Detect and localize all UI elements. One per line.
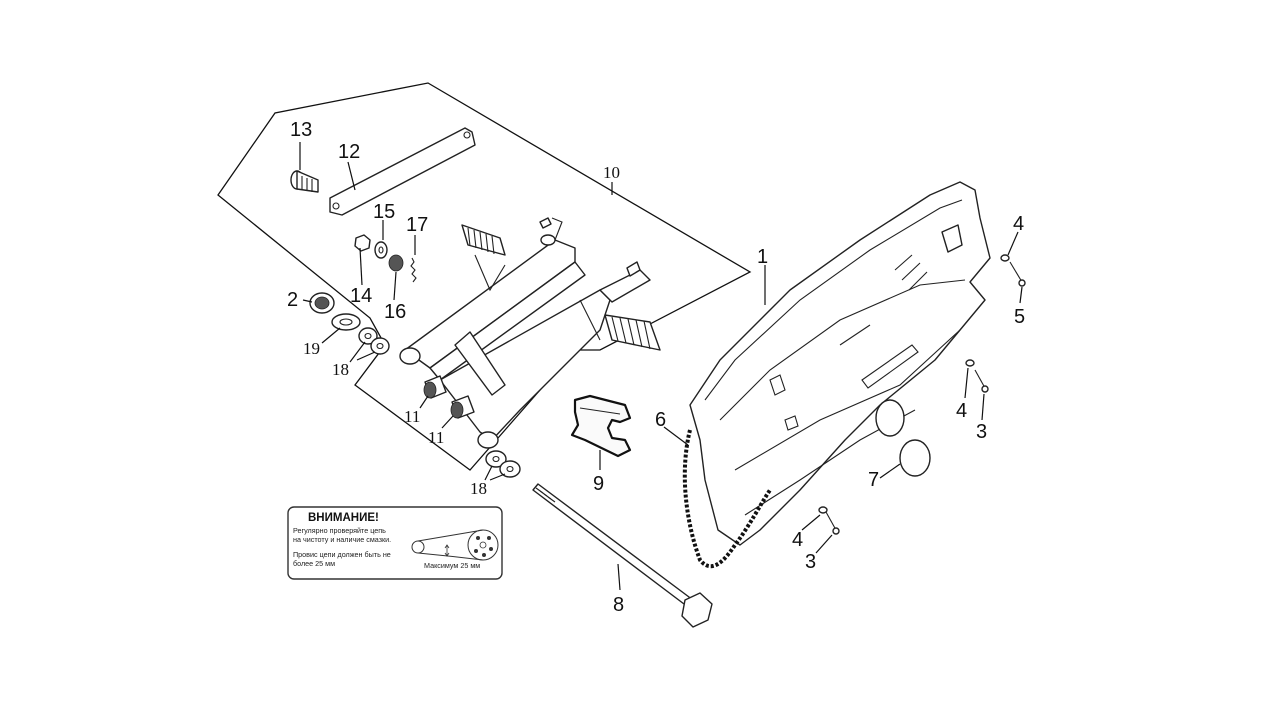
warning-line-2: на чистоту и наличие смазки.	[293, 535, 391, 544]
screw-5	[1009, 261, 1026, 287]
screw-3-low	[825, 511, 840, 535]
callout-15: 15	[373, 201, 395, 223]
warning-label: ВНИМАНИЕ! Регулярно проверяйте цепь на ч…	[287, 506, 503, 580]
link-rod-12	[329, 127, 476, 216]
footpeg-right	[604, 314, 661, 351]
callout-11-a: 11	[404, 407, 420, 426]
warning-line-1: Регулярно проверяйте цепь	[293, 526, 386, 535]
swingarm	[399, 217, 651, 449]
callout-17: 17	[406, 214, 428, 236]
warning-max-label: Максимум 25 мм	[424, 561, 480, 570]
chain-guard-1	[689, 181, 991, 546]
washer-4-mid	[965, 359, 975, 367]
warning-line-3: Провис цепи должен быть не	[293, 550, 391, 559]
callout-6: 6	[655, 409, 666, 431]
chain-slider-9	[570, 394, 632, 458]
warning-title: ВНИМАНИЕ!	[308, 512, 379, 524]
callout-12: 12	[338, 141, 360, 163]
callout-2: 2	[287, 289, 298, 311]
callout-7: 7	[868, 469, 879, 491]
callouts: 13 12 15 17 14 16 2 19 18 11 11 18 10 9 …	[287, 119, 1025, 616]
callout-18-upper: 18	[332, 360, 349, 379]
inspection-cap-7	[899, 439, 931, 477]
callout-3-low: 3	[805, 551, 816, 573]
callout-18-lower: 18	[470, 479, 487, 498]
callout-16: 16	[384, 301, 406, 323]
callout-10: 10	[603, 163, 620, 182]
bushing-19	[331, 313, 361, 331]
callout-13: 13	[290, 119, 312, 141]
callout-4-low: 4	[792, 529, 803, 551]
callout-1: 1	[757, 246, 768, 268]
bushing-11-b	[450, 395, 475, 419]
callout-9: 9	[593, 473, 604, 495]
bolt-13	[290, 170, 319, 193]
callout-8: 8	[613, 594, 624, 616]
washer-4-top	[1000, 254, 1010, 262]
screw-3-mid	[974, 369, 989, 393]
bushing-11-a	[423, 375, 447, 399]
bushing-16	[388, 254, 404, 272]
washer-15	[374, 241, 388, 259]
callout-14: 14	[350, 285, 372, 307]
callout-4-top: 4	[1013, 213, 1024, 235]
washers-18-upper	[358, 327, 390, 355]
washers-18-lower	[485, 450, 521, 478]
callout-19: 19	[303, 339, 320, 358]
footpeg-left	[461, 224, 506, 256]
chain-sag-icon: Максимум 25 мм	[411, 529, 499, 570]
callout-11-b: 11	[428, 428, 444, 447]
axle-bolt-8	[532, 483, 713, 628]
callout-4-mid: 4	[956, 400, 967, 422]
washer-4-low	[818, 506, 828, 514]
leader-lines	[299, 142, 1023, 591]
callout-3-mid: 3	[976, 421, 987, 443]
spring-17	[410, 257, 417, 283]
drive-chain-6	[682, 429, 772, 569]
callout-5: 5	[1014, 306, 1025, 328]
nut-14	[354, 234, 371, 252]
warning-line-4: более 25 мм	[293, 559, 335, 568]
seal-2	[309, 292, 335, 314]
